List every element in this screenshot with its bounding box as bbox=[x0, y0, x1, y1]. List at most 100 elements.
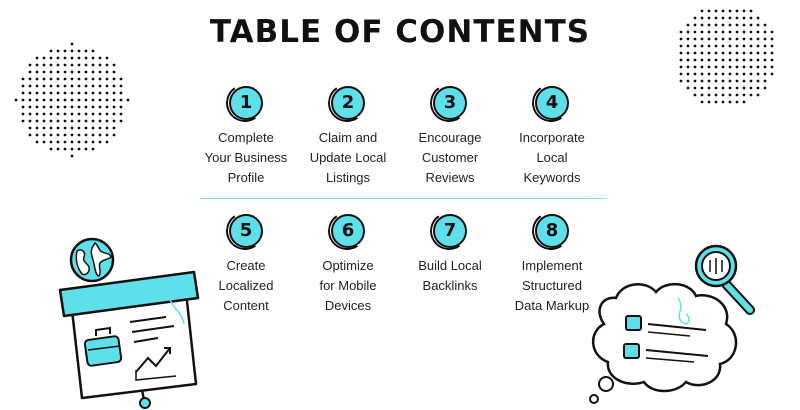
halftone-dot bbox=[56, 119, 60, 123]
halftone-dot bbox=[77, 84, 81, 88]
toc-item-5[interactable]: 5 Create Localized Content bbox=[190, 208, 302, 316]
halftone-dot bbox=[679, 72, 683, 76]
halftone-dot bbox=[749, 37, 753, 41]
page-title: TABLE OF CONTENTS bbox=[209, 14, 591, 50]
halftone-dot bbox=[763, 79, 767, 83]
halftone-dot bbox=[735, 16, 739, 20]
halftone-dot bbox=[112, 63, 116, 67]
halftone-dot bbox=[42, 70, 46, 74]
halftone-dot bbox=[112, 98, 116, 102]
halftone-dot bbox=[679, 44, 683, 48]
halftone-dot bbox=[119, 84, 123, 88]
halftone-dot bbox=[98, 140, 102, 144]
halftone-dot bbox=[98, 91, 102, 95]
halftone-dot bbox=[763, 23, 767, 27]
halftone-dot bbox=[707, 23, 711, 27]
halftone-dot bbox=[693, 65, 697, 69]
halftone-dot bbox=[35, 77, 39, 81]
halftone-dot bbox=[700, 9, 704, 13]
halftone-dot bbox=[721, 51, 725, 55]
halftone-dot bbox=[70, 154, 74, 158]
halftone-dot bbox=[742, 9, 746, 13]
halftone-dot bbox=[56, 126, 60, 130]
halftone-dot bbox=[77, 119, 81, 123]
toc-item-8[interactable]: 8 Implement Structured Data Markup bbox=[496, 208, 608, 316]
halftone-dot bbox=[84, 91, 88, 95]
halftone-dot bbox=[714, 23, 718, 27]
halftone-dot bbox=[105, 77, 109, 81]
halftone-dot bbox=[679, 30, 683, 34]
halftone-dot bbox=[84, 49, 88, 53]
halftone-dot bbox=[728, 37, 732, 41]
toc-item-6[interactable]: 6 Optimize for Mobile Devices bbox=[292, 208, 404, 316]
halftone-dot bbox=[700, 72, 704, 76]
halftone-dot bbox=[77, 77, 81, 81]
halftone-dot bbox=[770, 51, 774, 55]
halftone-dot bbox=[714, 9, 718, 13]
toc-item-4[interactable]: 4 Incorporate Local Keywords bbox=[496, 80, 608, 188]
halftone-dot bbox=[714, 100, 718, 104]
toc-item-3[interactable]: 3 Encourage Customer Reviews bbox=[394, 80, 506, 188]
halftone-dot bbox=[98, 112, 102, 116]
halftone-dot bbox=[70, 77, 74, 81]
halftone-dot bbox=[98, 133, 102, 137]
halftone-dot bbox=[63, 98, 67, 102]
halftone-dot bbox=[28, 77, 32, 81]
toc-item-label: Encourage Customer Reviews bbox=[418, 130, 482, 185]
halftone-dot bbox=[721, 58, 725, 62]
halftone-dot bbox=[119, 105, 123, 109]
halftone-dot bbox=[686, 65, 690, 69]
badge-number: 5 bbox=[239, 220, 253, 241]
halftone-dot bbox=[721, 44, 725, 48]
halftone-dot bbox=[98, 105, 102, 109]
halftone-dot bbox=[56, 77, 60, 81]
halftone-dot bbox=[84, 56, 88, 60]
halftone-dot bbox=[98, 77, 102, 81]
halftone-dot bbox=[98, 126, 102, 130]
halftone-dot bbox=[742, 72, 746, 76]
halftone-dot bbox=[70, 140, 74, 144]
halftone-dot bbox=[77, 140, 81, 144]
halftone-dot bbox=[763, 58, 767, 62]
badge-number: 3 bbox=[443, 92, 457, 113]
toc-item-2[interactable]: 2 Claim and Update Local Listings bbox=[292, 80, 404, 188]
halftone-dot bbox=[49, 112, 53, 116]
halftone-dot bbox=[91, 91, 95, 95]
halftone-dot bbox=[721, 9, 725, 13]
halftone-dot bbox=[70, 42, 74, 46]
halftone-dot bbox=[679, 51, 683, 55]
halftone-dot bbox=[21, 112, 25, 116]
halftone-dot bbox=[35, 98, 39, 102]
halftone-dot bbox=[77, 105, 81, 109]
halftone-dot bbox=[84, 112, 88, 116]
halftone-dot bbox=[49, 140, 53, 144]
halftone-dot bbox=[63, 63, 67, 67]
halftone-dot bbox=[28, 91, 32, 95]
halftone-dot bbox=[700, 86, 704, 90]
halftone-dot bbox=[693, 23, 697, 27]
halftone-dot bbox=[77, 49, 81, 53]
toc-item-1[interactable]: 1 Complete Your Business Profile bbox=[190, 80, 302, 188]
number-badge: 8 bbox=[528, 208, 574, 254]
halftone-dot bbox=[63, 84, 67, 88]
halftone-dot bbox=[70, 49, 74, 53]
halftone-dot bbox=[28, 84, 32, 88]
toc-item-label: Optimize for Mobile Devices bbox=[319, 258, 377, 313]
halftone-dot bbox=[742, 79, 746, 83]
halftone-dot bbox=[84, 140, 88, 144]
halftone-dot bbox=[49, 77, 53, 81]
halftone-dot bbox=[91, 84, 95, 88]
halftone-dot bbox=[693, 30, 697, 34]
halftone-dot bbox=[112, 70, 116, 74]
halftone-dot bbox=[700, 23, 704, 27]
halftone-dot bbox=[28, 105, 32, 109]
toc-item-label: Create Localized Content bbox=[218, 258, 274, 313]
magnifier-icon bbox=[694, 244, 755, 315]
halftone-dot bbox=[28, 98, 32, 102]
halftone-dot bbox=[56, 70, 60, 74]
halftone-dot bbox=[84, 119, 88, 123]
toc-item-7[interactable]: 7 Build Local Backlinks bbox=[394, 208, 506, 296]
halftone-dot bbox=[763, 51, 767, 55]
halftone-dot bbox=[56, 98, 60, 102]
